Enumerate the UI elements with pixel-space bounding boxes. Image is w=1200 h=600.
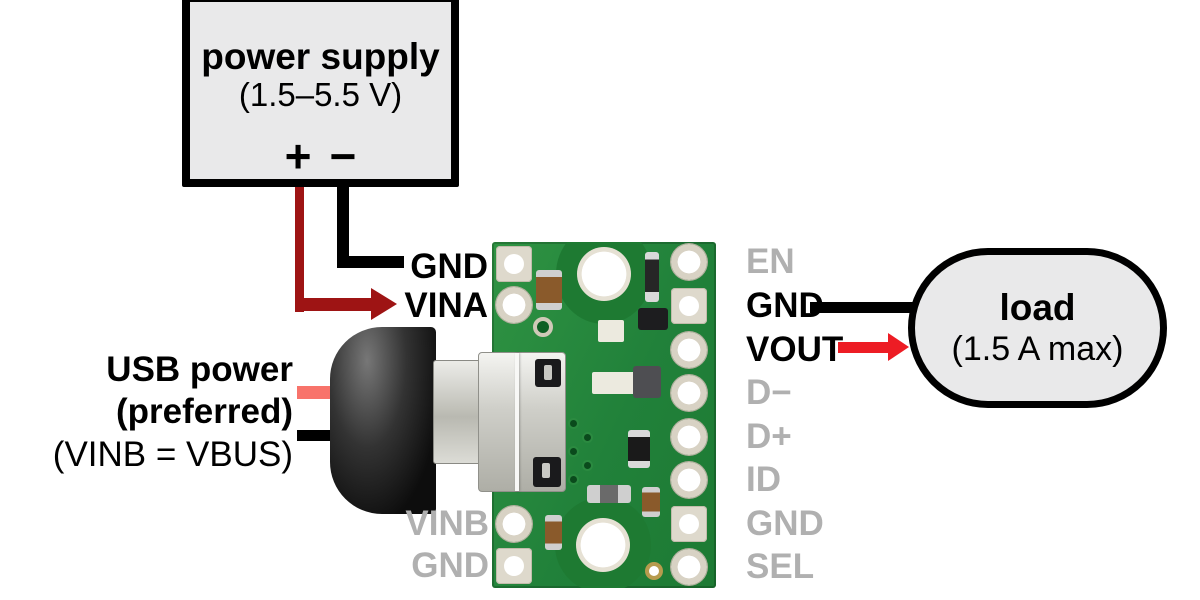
pin-label-id: ID xyxy=(746,460,781,499)
mounting-hole-bottom xyxy=(576,518,630,572)
smd-capacitor xyxy=(545,515,562,550)
pin-label-vinb: VINB xyxy=(405,504,489,543)
vout-arrowhead-icon xyxy=(888,333,909,361)
pin-label-gnd-right: GND xyxy=(746,286,824,325)
smd-diode xyxy=(645,252,659,302)
pad-vinb xyxy=(496,506,532,542)
vina-arrowhead-icon xyxy=(371,288,397,320)
pcb-board xyxy=(492,242,716,588)
usb-pin-via xyxy=(568,446,579,457)
pin-label-d-minus: D− xyxy=(746,373,792,412)
pad-sel xyxy=(671,549,707,585)
receptacle-crimp-bottom xyxy=(533,457,561,487)
usb-pin-via xyxy=(568,418,579,429)
usb-gnd-dash xyxy=(297,430,357,441)
pin-label-sel: SEL xyxy=(746,547,815,586)
load-title: load xyxy=(999,287,1076,328)
smd-capacitor xyxy=(642,487,660,517)
usb-cable xyxy=(330,327,436,514)
pin-label-vina: VINA xyxy=(404,286,488,325)
via-hole xyxy=(533,317,553,337)
sot23-transistor xyxy=(638,308,668,330)
positive-wire-vertical xyxy=(295,184,304,312)
load-rating: (1.5 A max) xyxy=(951,330,1124,368)
pad-d-minus xyxy=(671,375,707,411)
gnd-to-load-wire xyxy=(810,302,916,313)
pad-vina xyxy=(496,287,532,323)
smd-ic xyxy=(633,366,661,398)
pad-vout xyxy=(671,332,707,368)
pin-label-gnd-right-bottom: GND xyxy=(746,504,824,543)
usb-power-arrow-shaft xyxy=(297,386,338,399)
pad-gnd-right-bottom xyxy=(671,506,707,542)
pin-label-en: EN xyxy=(746,242,795,281)
pad-gnd-right xyxy=(671,288,707,324)
usb-power-label: USB power xyxy=(106,350,293,389)
micro-usb-receptacle xyxy=(478,352,566,492)
usb-plug-shell xyxy=(433,360,482,464)
pad-gnd-left xyxy=(496,246,532,282)
mounting-hole-top xyxy=(577,247,631,301)
usb-pin-via xyxy=(582,432,593,443)
power-supply-box: power supply (1.5–5.5 V) + − xyxy=(182,0,459,187)
usb-pin-via xyxy=(568,474,579,485)
pin-label-gnd-left: GND xyxy=(410,247,488,286)
smd-capacitor xyxy=(536,270,562,310)
load-box: load (1.5 A max) xyxy=(908,248,1167,408)
usb-vinb-vbus-label: (VINB = VBUS) xyxy=(52,435,293,474)
minus-terminal: − xyxy=(329,130,357,182)
pin-label-gnd-left-bottom: GND xyxy=(411,546,489,585)
pin-label-vout: VOUT xyxy=(746,330,844,369)
receptacle-seam xyxy=(515,353,519,491)
smd-component xyxy=(587,485,631,503)
vout-arrow-shaft xyxy=(838,342,888,353)
pad-d-plus xyxy=(671,419,707,455)
usb-pin-via xyxy=(582,460,593,471)
receptacle-crimp-top xyxy=(535,359,561,387)
positive-wire-horizontal xyxy=(295,298,373,311)
smd-resistor xyxy=(628,430,650,468)
gold-test-point xyxy=(645,562,663,580)
pad-en xyxy=(671,244,707,280)
power-supply-voltage-range: (1.5–5.5 V) xyxy=(238,76,403,113)
pad-id xyxy=(671,462,707,498)
silkscreen-patch xyxy=(592,372,644,394)
negative-wire-horizontal xyxy=(337,256,404,268)
plus-terminal: + xyxy=(284,130,312,182)
power-supply-title: power supply xyxy=(201,36,440,77)
silkscreen-patch xyxy=(598,320,624,342)
pad-gnd-left-bottom xyxy=(496,548,532,584)
usb-preferred-label: (preferred) xyxy=(116,392,293,431)
negative-wire-vertical xyxy=(337,184,349,268)
pin-label-d-plus: D+ xyxy=(746,417,792,456)
power-supply-terminals: + − xyxy=(190,130,451,182)
